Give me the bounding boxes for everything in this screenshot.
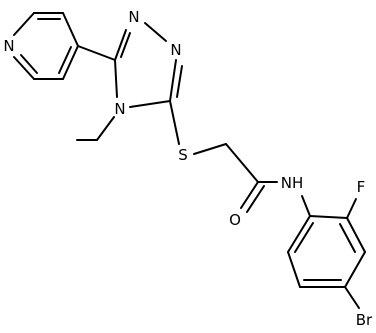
bonds [13,12,366,309]
bond [344,251,366,288]
atom-label-amide-nh: NH [281,174,304,192]
bond [225,143,259,183]
bond [62,45,79,80]
bond [144,22,167,42]
bond [169,100,180,145]
bond [13,56,35,80]
atom-label-triazole-n4: N [114,100,125,118]
bond [62,12,79,47]
bond [96,116,115,141]
bond [114,29,127,61]
bond [58,46,72,74]
bond [287,215,311,253]
atom-label-oxygen: O [229,211,241,229]
atom-label-pyridine-n: N [3,37,14,55]
bond [294,222,314,253]
bond [346,198,357,219]
bond [301,195,311,217]
bond [246,185,265,213]
atom-label-sulfur: S [178,146,188,164]
bond [169,59,177,102]
atom-label-triazole-n2: N [170,41,181,59]
bond [240,181,259,209]
bond [176,65,183,98]
atom-labels: N N N N S O NH F Br [3,8,373,329]
bond [344,286,360,309]
bond [339,223,356,253]
bond [13,12,35,36]
bond [287,251,301,288]
bond [346,217,366,253]
bond [129,100,171,108]
bond [20,54,38,74]
bond [77,45,116,61]
bond [114,59,118,98]
atom-label-bromine: Br [356,311,373,329]
atom-label-triazole-n1: N [128,8,139,26]
bond [120,32,131,58]
bond [193,143,227,155]
bond [309,215,348,219]
atom-label-fluorine: F [357,178,366,196]
